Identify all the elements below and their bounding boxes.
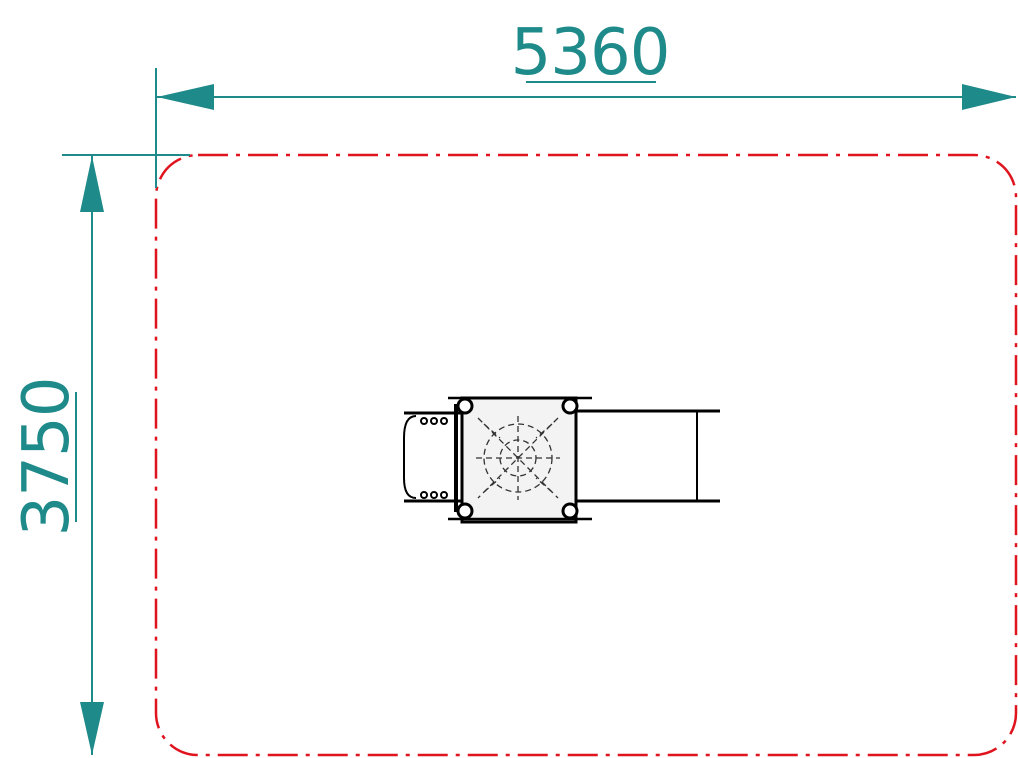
roof-pattern <box>476 416 560 500</box>
platform <box>460 396 578 524</box>
post-bottom-left <box>456 502 474 520</box>
height-arrow-top <box>80 156 104 212</box>
safety-zone-boundary <box>154 153 1018 757</box>
slide <box>576 409 720 503</box>
width-dimension: 5360 <box>156 16 1016 110</box>
equipment-plan <box>403 396 720 524</box>
post-top-right <box>561 397 579 415</box>
climbing-section <box>403 404 462 512</box>
height-arrow-bottom <box>80 702 104 755</box>
width-arrow-right <box>962 84 1016 110</box>
height-dimension: 3750 <box>10 155 104 755</box>
width-arrow-left <box>157 84 214 110</box>
post-top-left <box>456 397 474 415</box>
post-bottom-right <box>561 502 579 520</box>
width-dimension-value: 5360 <box>511 16 670 90</box>
height-dimension-value: 3750 <box>10 378 84 537</box>
